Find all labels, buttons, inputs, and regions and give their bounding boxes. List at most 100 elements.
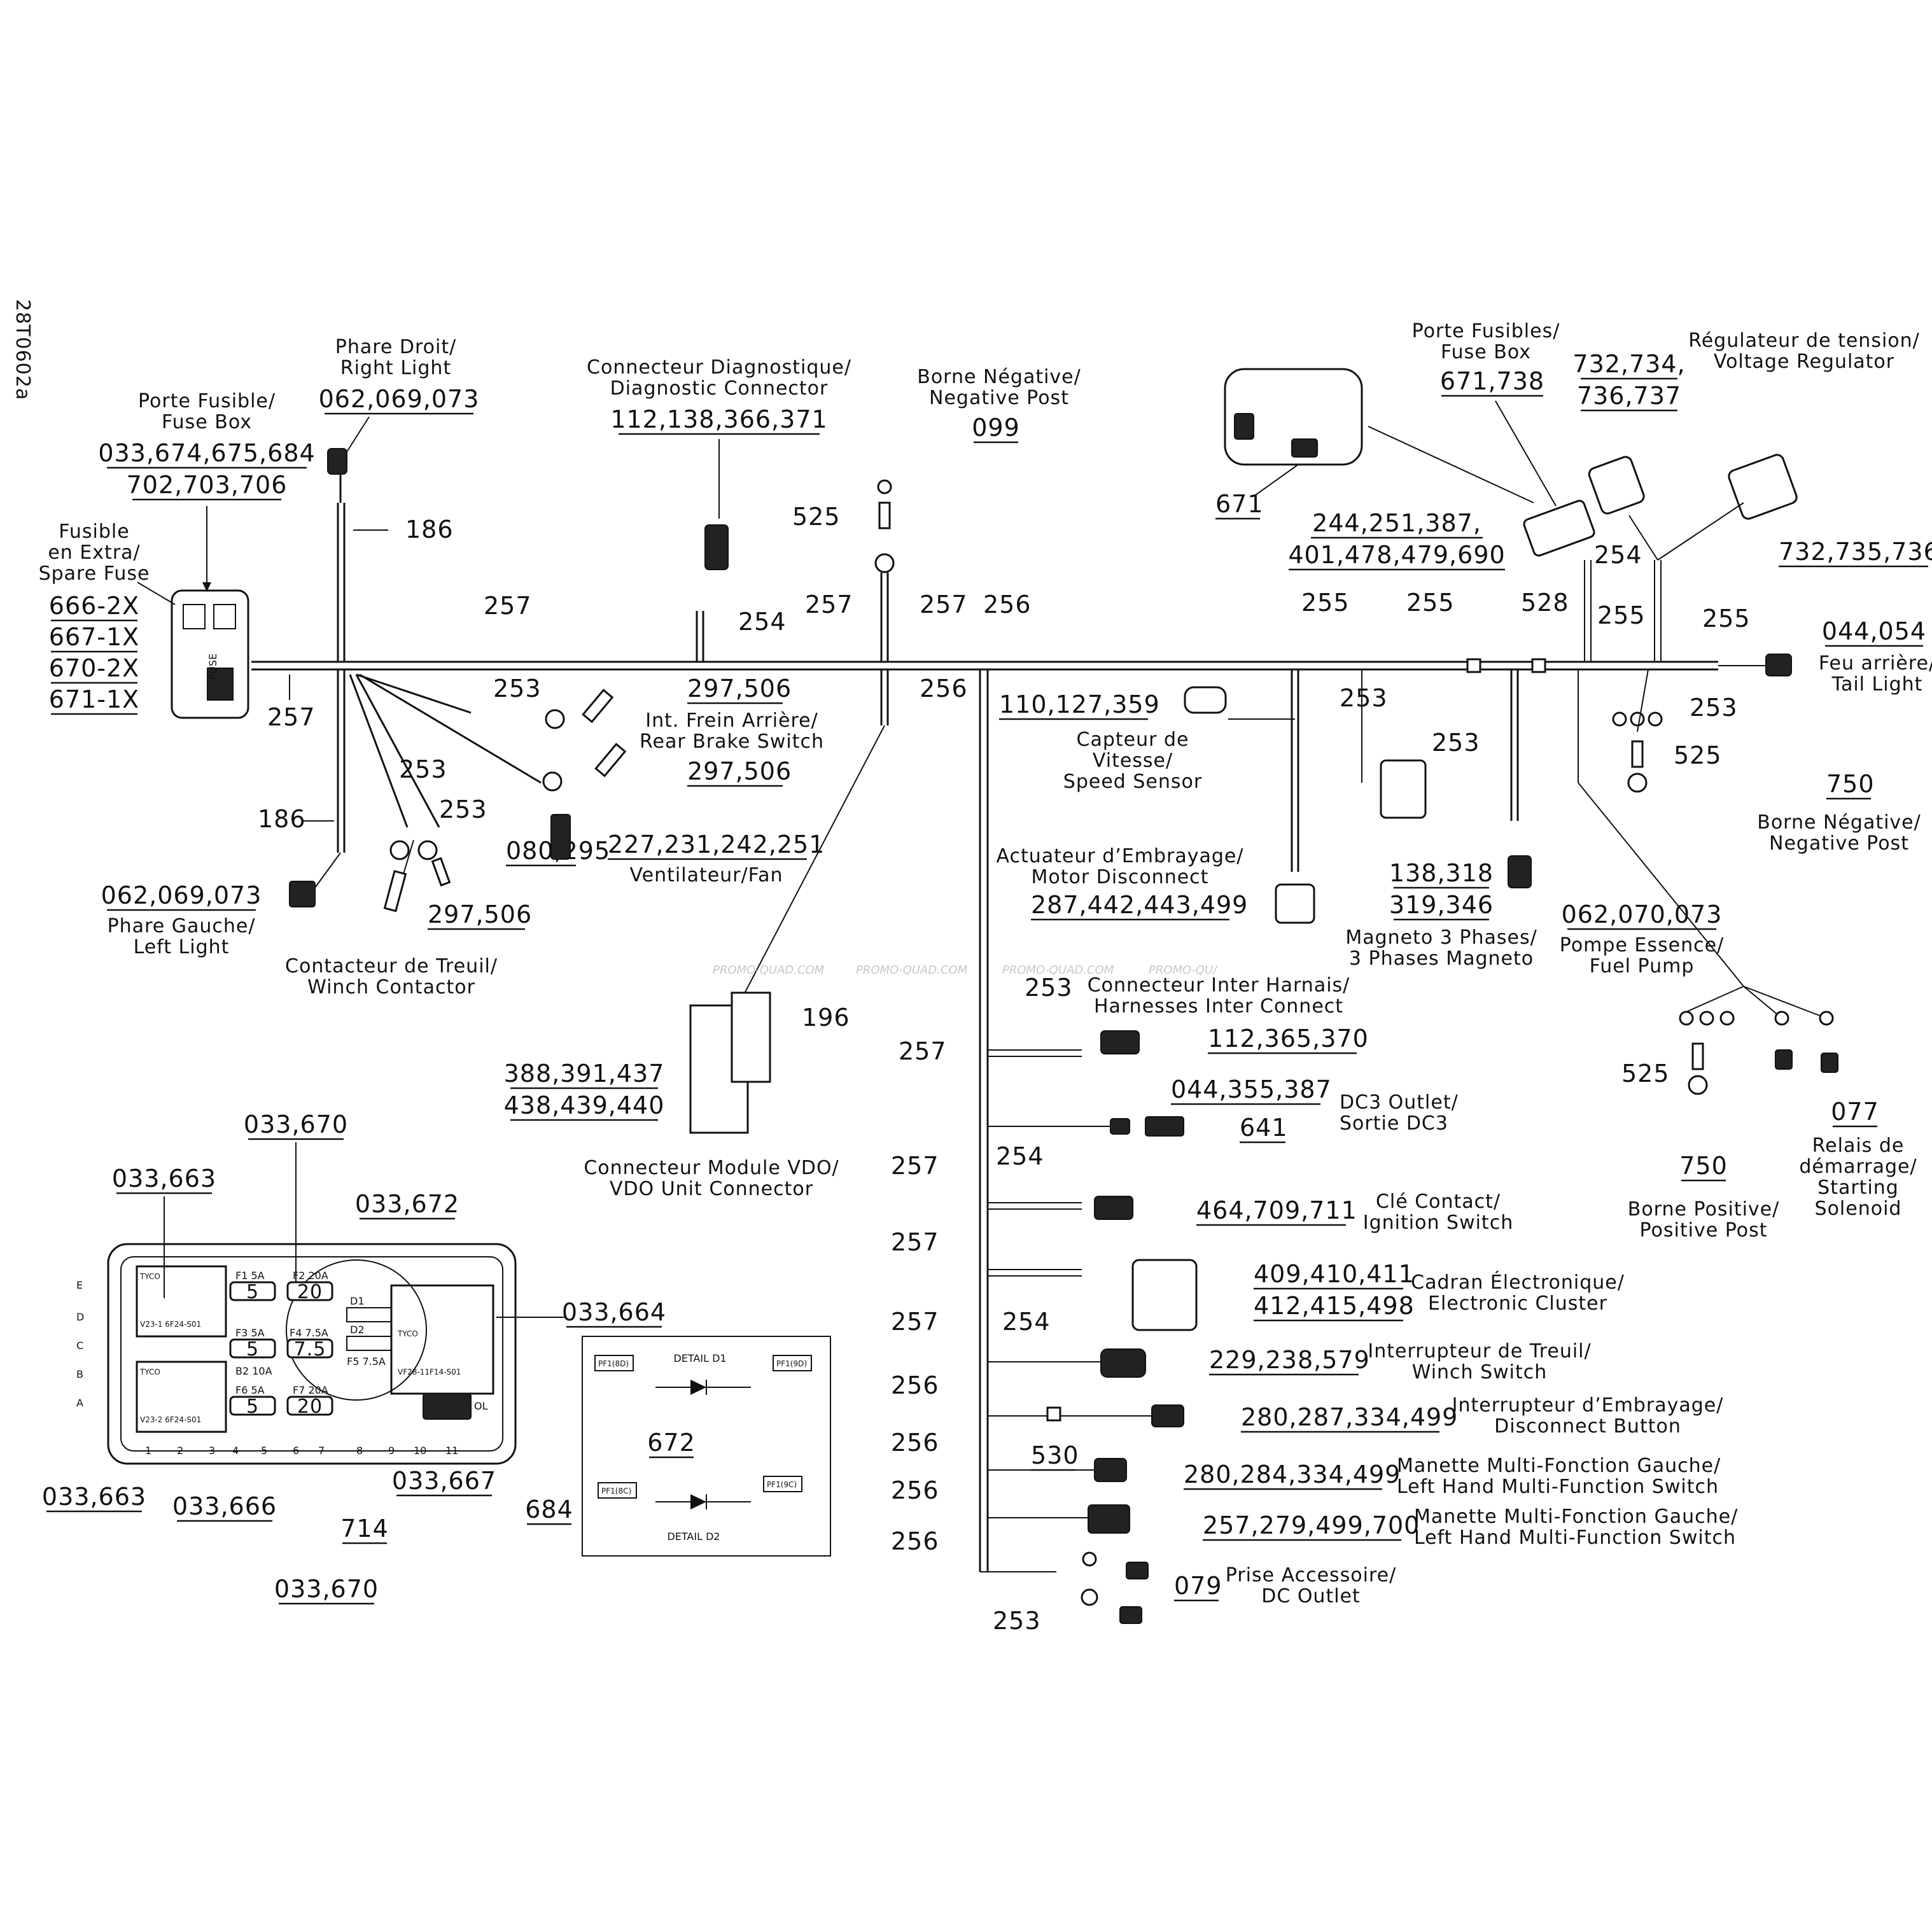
branch-vdo [689, 669, 889, 1134]
svg-text:Interrupteur d’Embrayage/: Interrupteur d’Embrayage/ [1452, 1394, 1724, 1417]
svg-text:254: 254 [1002, 1308, 1051, 1336]
svg-text:FUSE: FUSE [207, 654, 219, 680]
callout-pompe: 062,070,073 Pompe Essence/ Fuel Pump [1508, 855, 1724, 977]
svg-text:044,054: 044,054 [1822, 617, 1926, 645]
svg-text:253: 253 [1690, 694, 1738, 722]
callout-phare-droit: Phare Droit/ Right Light 062,069,073 [319, 336, 479, 662]
svg-text:Tail Light: Tail Light [1831, 673, 1923, 696]
svg-text:253: 253 [1340, 684, 1388, 712]
svg-text:257: 257 [891, 1308, 939, 1336]
svg-text:Connecteur Module VDO/: Connecteur Module VDO/ [584, 1157, 839, 1179]
svg-text:062,070,073: 062,070,073 [1562, 900, 1723, 928]
svg-text:033,670: 033,670 [244, 1110, 348, 1138]
svg-text:Porte Fusible/: Porte Fusible/ [138, 390, 276, 412]
svg-text:6: 6 [293, 1445, 299, 1457]
svg-text:Connecteur Diagnostique/: Connecteur Diagnostique/ [587, 356, 851, 379]
svg-text:257: 257 [920, 591, 968, 619]
svg-text:20: 20 [297, 1281, 323, 1303]
svg-text:253: 253 [1432, 729, 1480, 757]
svg-text:297,506: 297,506 [428, 900, 532, 928]
svg-text:530: 530 [1031, 1441, 1079, 1469]
svg-text:254: 254 [1594, 541, 1642, 569]
svg-text:démarrage/: démarrage/ [1799, 1156, 1917, 1178]
svg-text:667-1X: 667-1X [49, 623, 139, 651]
svg-text:Borne Négative/: Borne Négative/ [917, 366, 1081, 388]
callout-dc3: 044,355,387 641 DC3 Outlet/ Sortie DC3 [1110, 1075, 1458, 1144]
svg-text:Manette Multi-Fonction Gauche/: Manette Multi-Fonction Gauche/ [1397, 1455, 1721, 1477]
svg-text:B2 10A: B2 10A [235, 1365, 272, 1377]
svg-text:033,670: 033,670 [274, 1575, 379, 1603]
svg-text:Disconnect Button: Disconnect Button [1494, 1415, 1681, 1438]
svg-text:257: 257 [805, 591, 853, 619]
svg-text:5: 5 [246, 1281, 259, 1303]
svg-text:525: 525 [1674, 741, 1722, 769]
svg-text:Winch Contactor: Winch Contactor [307, 976, 475, 998]
svg-text:254: 254 [738, 608, 787, 636]
svg-text:254: 254 [996, 1142, 1044, 1170]
svg-text:PROMO-QUAD.COM: PROMO-QUAD.COM [1002, 963, 1114, 977]
svg-text:5: 5 [246, 1338, 259, 1361]
fuse-f2: F2 20A 20 [286, 1270, 333, 1303]
svg-text:Fusible: Fusible [59, 521, 129, 543]
svg-text:287,442,443,499: 287,442,443,499 [1031, 891, 1248, 919]
svg-text:PROMO-QU/: PROMO-QU/ [1149, 963, 1218, 977]
svg-text:en Extra/: en Extra/ [48, 542, 140, 564]
svg-text:Magneto 3 Phases/: Magneto 3 Phases/ [1345, 927, 1537, 949]
callout-int-embrayage: 280,287,334,499 530 Interrupteur d’Embra… [1031, 1394, 1724, 1471]
callout-capteur: 110,127,359 Capteur de Vitesse/ Speed Se… [999, 686, 1227, 793]
svg-text:409,410,411: 409,410,411 [1254, 1260, 1415, 1288]
svg-text:Borne Négative/: Borne Négative/ [1757, 811, 1921, 834]
svg-text:256: 256 [891, 1429, 939, 1457]
svg-text:732,735,736: 732,735,736 [1779, 538, 1932, 566]
svg-text:DC Outlet: DC Outlet [1261, 1585, 1361, 1607]
row-letters: E D C B A [76, 1279, 84, 1409]
fuse-f7: F7 20A 20 [286, 1384, 333, 1418]
svg-text:Pompe Essence/: Pompe Essence/ [1560, 934, 1724, 956]
svg-text:099: 099 [972, 414, 1020, 442]
svg-text:F2 20A: F2 20A [293, 1270, 328, 1282]
svg-text:033,663: 033,663 [112, 1165, 216, 1193]
svg-text:253: 253 [1025, 974, 1073, 1002]
svg-text:186: 186 [405, 515, 454, 543]
svg-text:033,666: 033,666 [172, 1492, 277, 1520]
svg-text:033,672: 033,672 [355, 1190, 459, 1218]
svg-text:079: 079 [1174, 1572, 1222, 1600]
svg-text:5: 5 [246, 1396, 259, 1418]
svg-text:280,287,334,499: 280,287,334,499 [1241, 1403, 1458, 1431]
svg-text:750: 750 [1679, 1152, 1728, 1180]
svg-text:438,439,440: 438,439,440 [504, 1091, 665, 1119]
svg-text:Borne Positive/: Borne Positive/ [1628, 1198, 1780, 1221]
svg-text:V23-1 6F24-S01: V23-1 6F24-S01 [140, 1320, 201, 1329]
svg-text:Capteur de: Capteur de [1077, 729, 1189, 751]
callout-connecteur-diag: Connecteur Diagnostique/ Diagnostic Conn… [587, 356, 851, 662]
callout-relais: 077 Relais de démarrage/ Starting Soleno… [1774, 1011, 1917, 1220]
svg-text:5: 5 [261, 1445, 267, 1457]
svg-text:PF1(9D): PF1(9D) [776, 1359, 807, 1368]
svg-text:Manette Multi-Fonction Gauche/: Manette Multi-Fonction Gauche/ [1414, 1506, 1738, 1528]
col-numbers: 1 2 3 4 5 6 7 8 9 10 11 [145, 1445, 458, 1457]
callout-borne-pos: 525 750 Borne Positive/ Positive Post [1621, 1011, 1780, 1242]
svg-text:670-2X: 670-2X [49, 654, 139, 682]
svg-text:Fuel Pump: Fuel Pump [1590, 955, 1695, 977]
svg-text:736,737: 736,737 [1577, 382, 1681, 410]
svg-text:401,478,479,690: 401,478,479,690 [1288, 541, 1505, 569]
svg-text:255: 255 [1702, 605, 1751, 633]
svg-text:Winch Switch: Winch Switch [1412, 1361, 1548, 1383]
svg-text:Clé Contact/: Clé Contact/ [1376, 1191, 1501, 1213]
svg-text:Sortie DC3: Sortie DC3 [1340, 1112, 1448, 1135]
fuse-box-detail: TYCO TYCO TYCO V23-1 6F24-S01 V23-2 6F24… [76, 1243, 517, 1465]
svg-text:255: 255 [1597, 601, 1646, 629]
svg-text:229,238,579: 229,238,579 [1209, 1346, 1370, 1374]
svg-text:3: 3 [209, 1445, 215, 1457]
callout-regulateur: Régulateur de tension/ Voltage Regulator… [1572, 330, 1932, 662]
svg-text:388,391,437: 388,391,437 [504, 1060, 665, 1088]
svg-text:Solenoid: Solenoid [1815, 1198, 1902, 1220]
svg-text:Spare Fuse: Spare Fuse [39, 563, 150, 585]
trunk-labels: 253 257 257 257 257 256 256 256 256 254 … [891, 974, 1073, 1635]
svg-text:Left Hand Multi-Function Switc: Left Hand Multi-Function Switch [1397, 1476, 1719, 1498]
svg-text:257: 257 [891, 1228, 939, 1256]
fuse-f3: F3 5A 5 [229, 1327, 276, 1361]
branch-left [289, 669, 542, 913]
svg-text:F6 5A: F6 5A [235, 1384, 265, 1396]
